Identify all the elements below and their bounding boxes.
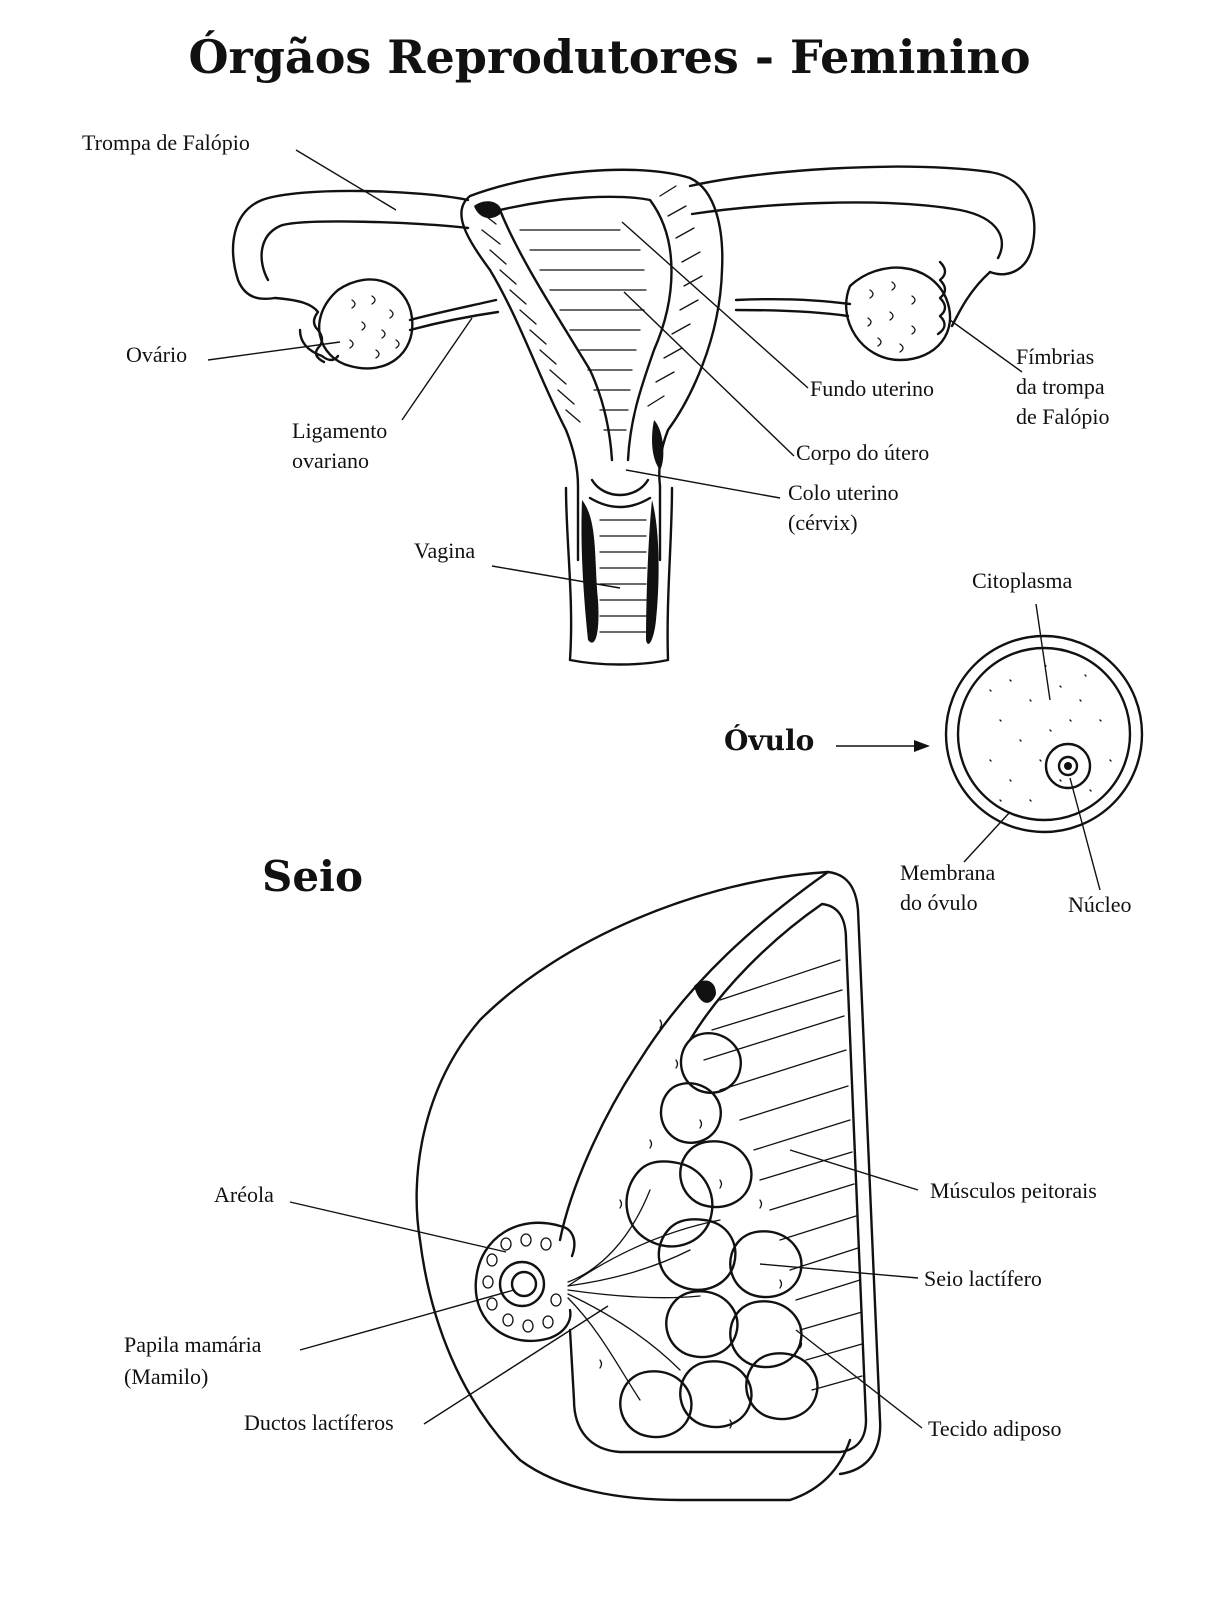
ovum-membrane <box>944 634 1144 834</box>
nipple-inner <box>510 1270 538 1298</box>
uterus-inner-wall <box>498 195 673 462</box>
label-ductos: Ductos lactíferos <box>244 1410 394 1435</box>
ovum-nucleus-inner <box>1057 755 1079 777</box>
uterus-leader-lines <box>207 149 1023 589</box>
ovulo-heading: Óvulo <box>724 724 815 757</box>
ovum-illustration <box>836 603 1144 891</box>
ovum-inner-ring <box>956 646 1132 822</box>
vagina-right-shadow <box>646 500 659 644</box>
pectoral-muscle-lines <box>703 959 863 1391</box>
leader-fimbrias <box>949 319 1023 373</box>
left-fallopian-tube <box>231 189 470 301</box>
chest-wall <box>568 902 868 1454</box>
label-papila-line1: Papila mamária <box>124 1332 262 1357</box>
leader-corpo <box>623 291 795 457</box>
uterus-outer-wall <box>460 168 724 488</box>
nipple-outer <box>498 1260 546 1308</box>
lactiferous-ducts <box>567 1189 721 1401</box>
leader-seio-lactifero <box>759 1263 919 1279</box>
uterus-illustration <box>231 165 1036 666</box>
right-fallopian-tube <box>688 165 1036 276</box>
leader-colo <box>625 469 781 499</box>
uterus-cavity-lines <box>519 229 647 431</box>
leader-citoplasma <box>1035 603 1051 701</box>
label-ovario: Ovário <box>126 342 188 367</box>
label-colo-line1: Colo uterino <box>788 480 899 505</box>
right-ovary <box>845 266 952 362</box>
label-fimbrias-line3: de Falópio <box>1016 404 1110 429</box>
leader-ligamento <box>401 317 473 421</box>
mammary-lobules <box>619 1032 819 1439</box>
leader-vagina <box>491 565 621 589</box>
vagina-left-shadow <box>581 500 599 643</box>
right-fimbriae <box>936 260 992 336</box>
areola-glands <box>482 1233 562 1333</box>
ovum-nucleolus <box>1064 762 1072 770</box>
ovum-cytoplasm-dots <box>989 664 1112 802</box>
label-papila-line2: (Mamilo) <box>124 1364 209 1389</box>
label-fimbrias-line2: da trompa <box>1016 374 1105 399</box>
leader-musculos <box>789 1149 919 1191</box>
label-musculos: Músculos peitorais <box>930 1178 1097 1203</box>
label-ligamento-line1: Ligamento <box>292 418 388 443</box>
chest-wall-shadow <box>694 980 716 1003</box>
vagina-walls <box>564 486 674 666</box>
vagina-rugae <box>599 519 647 633</box>
uterus-tube-opening-shadow <box>474 201 502 219</box>
left-ovarian-ligament <box>408 298 500 332</box>
left-ovary <box>318 278 414 370</box>
label-areola: Aréola <box>214 1182 274 1207</box>
seio-heading: Seio <box>262 852 364 901</box>
breast-inner-outline <box>558 870 882 1476</box>
label-trompa: Trompa de Falópio <box>82 130 250 155</box>
leader-papila <box>299 1289 515 1351</box>
label-vagina: Vagina <box>414 538 476 563</box>
page-title: Órgãos Reprodutores - Feminino <box>188 30 1031 84</box>
ovum-nucleus-outer <box>1044 742 1092 790</box>
breast-illustration <box>415 870 882 1502</box>
adipose-tissue-dots <box>599 1019 803 1429</box>
leader-ductos <box>423 1305 609 1425</box>
leader-trompa <box>295 149 397 211</box>
label-seio-lactifero: Seio lactífero <box>924 1266 1042 1291</box>
leader-nucleo <box>1069 777 1101 891</box>
label-fimbrias-line1: Fímbrias <box>1016 344 1095 369</box>
label-membrana-line2: do óvulo <box>900 890 978 915</box>
label-colo-line2: (cérvix) <box>788 510 858 535</box>
label-nucleo: Núcleo <box>1068 892 1132 917</box>
breast-outline <box>415 870 852 1502</box>
left-fimbriae <box>273 296 340 364</box>
left-ovary-texture <box>349 295 400 359</box>
label-corpo: Corpo do útero <box>796 440 930 465</box>
right-ovary-texture <box>867 281 916 353</box>
leader-areola <box>289 1201 507 1253</box>
label-tecido: Tecido adiposo <box>928 1416 1062 1441</box>
leader-tecido <box>795 1329 923 1429</box>
right-ovarian-ligament <box>734 298 852 318</box>
ovum-arrow-head <box>914 740 930 752</box>
label-citoplasma: Citoplasma <box>972 568 1073 593</box>
label-fundo: Fundo uterino <box>810 376 935 401</box>
leader-membrana <box>963 811 1011 863</box>
cervix-shadow <box>652 420 664 470</box>
cervix <box>576 478 662 562</box>
label-ligamento-line2: ovariano <box>292 448 369 473</box>
leader-fundo <box>621 221 809 389</box>
breast-leader-lines <box>289 1149 923 1429</box>
leader-ovario <box>207 341 341 361</box>
label-membrana-line1: Membrana <box>900 860 996 885</box>
areola <box>474 1221 576 1343</box>
